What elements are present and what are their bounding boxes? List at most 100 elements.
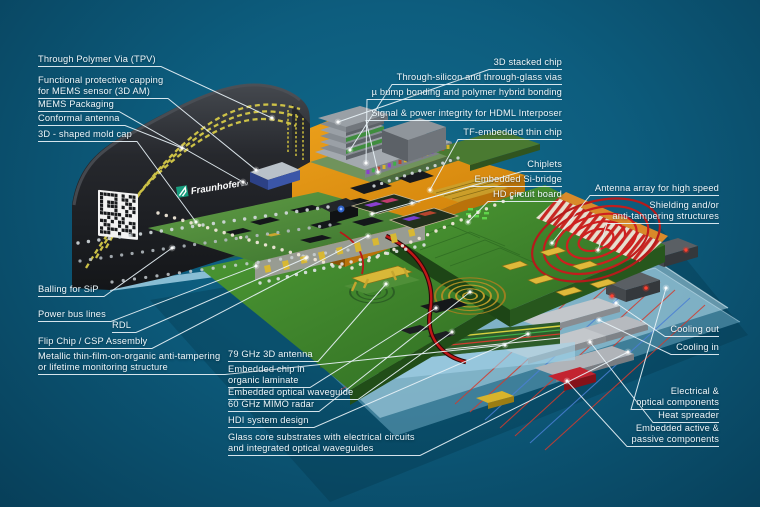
- callout-dot-antenna-79ghz: [384, 282, 388, 286]
- solder-ball: [76, 241, 80, 245]
- solder-ball: [315, 206, 320, 211]
- qr-module: [125, 209, 129, 214]
- solder-ball: [211, 221, 216, 226]
- solder-ball: [425, 233, 430, 237]
- solder-ball: [180, 226, 184, 230]
- solder-ball: [267, 259, 271, 263]
- solder-ball: [417, 236, 421, 241]
- callout-dot-capping: [254, 168, 258, 172]
- solder-ball: [367, 258, 371, 263]
- callout-dot-conformal-antenna: [180, 146, 184, 150]
- callout-line-mimo-radar: [228, 291, 471, 412]
- solder-ball: [484, 207, 489, 211]
- solder-ball: [288, 250, 293, 254]
- qr-module: [121, 220, 125, 225]
- solder-ball: [317, 224, 322, 229]
- qr-module: [107, 204, 111, 208]
- callout-line-stacked-chip: [337, 69, 562, 123]
- callout-line-hdi-design: [228, 333, 529, 428]
- solder-ball: [305, 208, 309, 212]
- solder-ball: [230, 233, 235, 237]
- solder-ball: [274, 212, 278, 217]
- callout-line-rdl: [112, 257, 307, 333]
- solder-ball: [338, 265, 342, 269]
- solder-ball: [296, 253, 301, 257]
- callout-dot-power-bus: [254, 264, 258, 268]
- qr-module: [114, 197, 118, 201]
- mems-chip: [250, 162, 300, 190]
- solder-ball: [86, 239, 91, 244]
- callout-dot-cooling-out: [614, 301, 618, 305]
- solder-ball: [448, 158, 452, 163]
- callout-line-flip-chip: [38, 235, 369, 349]
- solder-ball: [128, 233, 132, 238]
- callout-line-shielding: [597, 223, 719, 251]
- callout-dot-antenna-array: [550, 241, 554, 245]
- qr-code: [98, 189, 138, 240]
- qr-module: [107, 192, 111, 197]
- qr-module: [107, 215, 111, 220]
- stacked-chip-block: [382, 118, 446, 140]
- qr-module: [100, 230, 104, 234]
- callout-line-electrical-optical: [630, 287, 719, 410]
- micro-bump: [366, 170, 370, 174]
- callout-dot-cooling-in: [597, 318, 601, 322]
- solder-ball: [214, 228, 218, 232]
- qr-module: [118, 231, 122, 236]
- solder-ball: [433, 164, 437, 168]
- solder-ball: [149, 230, 153, 235]
- solder-ball: [272, 245, 276, 250]
- callout-line-embedded-chip: [228, 307, 437, 388]
- radar-coil: [434, 277, 506, 315]
- solder-ball: [340, 262, 344, 266]
- callout-line-tf-embedded: [429, 139, 562, 191]
- qr-module: [132, 195, 136, 200]
- solder-ball: [350, 266, 354, 270]
- solder-ball: [349, 260, 353, 264]
- solder-ball: [107, 236, 111, 241]
- solder-ball: [459, 218, 463, 222]
- solder-ball: [387, 179, 391, 183]
- qr-module: [114, 193, 118, 198]
- solder-ball: [203, 241, 207, 245]
- solder-ball: [297, 227, 301, 232]
- qr-module: [107, 200, 111, 204]
- callout-dot-hdi-design: [526, 332, 530, 336]
- qr-module: [125, 202, 129, 206]
- callout-dot-signal-power: [376, 170, 380, 174]
- solder-ball: [213, 239, 218, 244]
- solder-ball: [232, 218, 236, 223]
- callout-dot-optical-waveguide: [450, 330, 454, 334]
- solder-ball: [247, 238, 251, 242]
- qr-module: [110, 200, 114, 205]
- solder-ball: [328, 223, 332, 227]
- solder-ball: [211, 266, 215, 270]
- qr-module: [103, 230, 107, 235]
- solder-ball: [346, 248, 350, 252]
- qr-module: [103, 192, 107, 197]
- solder-ball: [467, 214, 472, 218]
- micro-bump: [371, 168, 375, 173]
- solder-ball: [97, 238, 101, 242]
- qr-module: [121, 205, 125, 210]
- qr-module: [107, 211, 111, 216]
- solder-ball: [395, 176, 399, 180]
- solder-ball: [425, 166, 430, 170]
- solder-ball: [402, 174, 407, 178]
- callout-dot-mems-packaging: [241, 180, 245, 184]
- solder-ball: [164, 213, 168, 218]
- solder-ball: [441, 161, 445, 165]
- antenna-3d: [344, 265, 420, 294]
- solder-ball: [245, 235, 249, 239]
- solder-ball: [278, 257, 283, 261]
- solder-ball: [140, 250, 145, 254]
- qr-module: [100, 211, 104, 215]
- solder-ball: [385, 251, 390, 256]
- callout-dot-tsv-tgv: [348, 148, 352, 152]
- callout-line-si-bridge: [371, 186, 562, 215]
- solder-ball: [161, 247, 165, 251]
- gold-metallization-tab: [408, 228, 416, 237]
- solder-ball: [422, 243, 426, 247]
- qr-module: [132, 225, 136, 230]
